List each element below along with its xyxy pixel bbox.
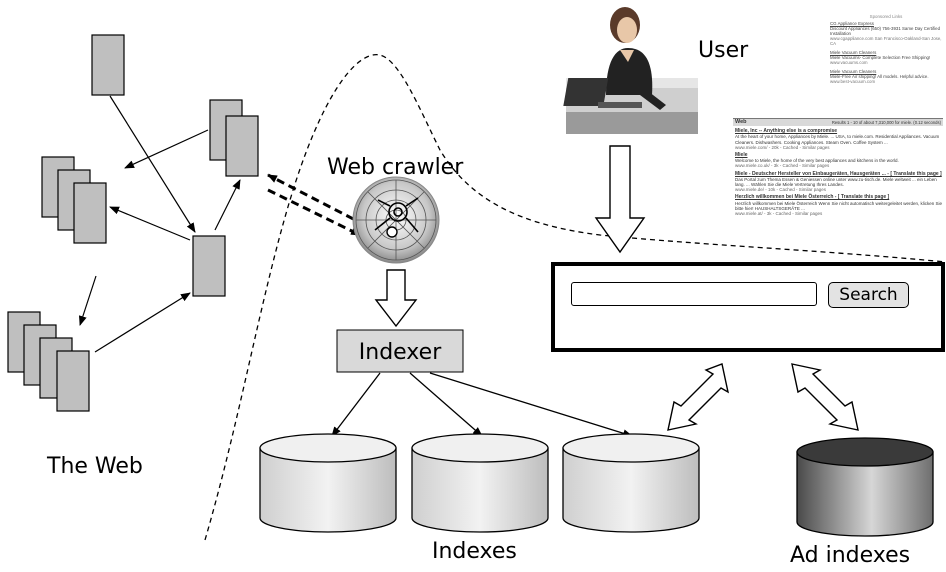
result-title[interactable]: Miele <box>735 152 748 159</box>
user-at-laptop-icon <box>563 7 698 134</box>
web-page <box>56 350 90 412</box>
index-database <box>562 433 700 533</box>
ad-url: www.vacuums.com <box>830 60 868 65</box>
web-crawler-label: Web crawler <box>327 155 464 180</box>
result-url: www.miele.co.uk/ - 3k - Cached - Similar… <box>735 163 830 169</box>
indexer-label: Indexer <box>359 340 442 365</box>
boundary-curve-left <box>204 54 946 541</box>
result-item: Miele Welcome to Miele, the home of the … <box>733 152 943 169</box>
ad-url: www.cgappliance.com San Francisco-Oaklan… <box>830 36 942 46</box>
ad-text: Miele Vacuums- Complete Selection Free S… <box>830 55 931 60</box>
ad-item: Miele Vacuum Cleaners Miele Vacuums- Com… <box>830 50 942 65</box>
web-links <box>78 95 241 353</box>
ad-title[interactable]: CG Appliance Express <box>830 21 874 26</box>
result-url: www.miele.com/ - 20k - Cached - Similar … <box>735 144 830 150</box>
result-snippet: At the heart of your home, Appliances by… <box>735 134 940 145</box>
user-label: User <box>698 38 749 63</box>
results-count: Results 1 - 10 of about 7,310,000 for mi… <box>831 120 941 125</box>
search-results-page: Web Results 1 - 10 of about 7,310,000 fo… <box>733 118 943 258</box>
ad-text: Miele-Free Air shipping! All models. Hel… <box>830 74 929 79</box>
sponsored-label: Sponsored Links <box>869 14 903 19</box>
crawler-to-indexer-arrow <box>374 269 418 328</box>
result-snippet: Welcome to Miele, the home of the very b… <box>735 158 899 164</box>
ad-indexes-label: Ad indexes <box>790 543 910 568</box>
result-title[interactable]: Miele - Deutscher Hersteller von Einbaug… <box>735 170 942 177</box>
ad-title[interactable]: Miele Vacuum Cleaners <box>830 69 877 74</box>
index-database <box>411 433 549 533</box>
search-button[interactable]: Search <box>828 282 909 308</box>
ad-title[interactable]: Miele Vacuum Cleaners <box>830 50 877 55</box>
ad-index-database <box>796 437 934 537</box>
web-pages <box>7 34 259 412</box>
web-page <box>91 34 125 96</box>
index-database <box>259 433 397 533</box>
search-adindex-bidirectional-arrow <box>791 363 859 431</box>
result-item: Miele - Deutscher Hersteller von Einbaug… <box>733 170 943 193</box>
indexes-label: Indexes <box>432 539 517 564</box>
web-page <box>73 182 107 244</box>
ad-text: Discount Appliances (650) 756-3931 Same … <box>830 26 941 36</box>
web-tab[interactable]: Web <box>735 119 747 125</box>
result-snippet: Herzlich willkommen bei Miele Österreich… <box>735 200 943 211</box>
spider-web-icon <box>352 176 440 264</box>
result-url: www.miele.at/ - 3k - Cached - Similar pa… <box>735 211 823 217</box>
indexer-box <box>336 329 464 373</box>
web-page <box>225 115 259 177</box>
ad-item: CG Appliance Express Discount Appliances… <box>830 21 942 46</box>
search-input[interactable] <box>571 282 817 306</box>
crawler-fetch-arrows <box>267 173 366 237</box>
sponsored-links-panel: Sponsored Links CG Appliance Express Dis… <box>830 14 942 104</box>
result-title[interactable]: Miele, Inc -- Anything else is a comprom… <box>735 128 838 135</box>
search-panel <box>551 262 945 352</box>
search-index-bidirectional-arrow <box>667 363 730 431</box>
indexer-output-arrows <box>331 372 633 438</box>
user-to-search-arrow <box>594 145 646 254</box>
the-web-label: The Web <box>46 454 143 479</box>
results-header: Web Results 1 - 10 of about 7,310,000 fo… <box>733 118 943 127</box>
web-page <box>192 235 226 297</box>
result-title[interactable]: Herzlich willkommen bei Miele Österreich… <box>735 194 890 201</box>
result-item: Herzlich willkommen bei Miele Österreich… <box>733 195 943 216</box>
result-item: Miele, Inc -- Anything else is a comprom… <box>733 128 943 150</box>
ad-item: Miele Vacuum Cleaners Miele-Free Air shi… <box>830 69 942 84</box>
ad-url: www.best-vacuum.com <box>830 79 876 84</box>
result-url: www.miele.de/ - 10k - Cached - Similar p… <box>735 187 827 193</box>
result-snippet: Das Portal zum Thema Essen & Geniessen o… <box>735 176 937 188</box>
